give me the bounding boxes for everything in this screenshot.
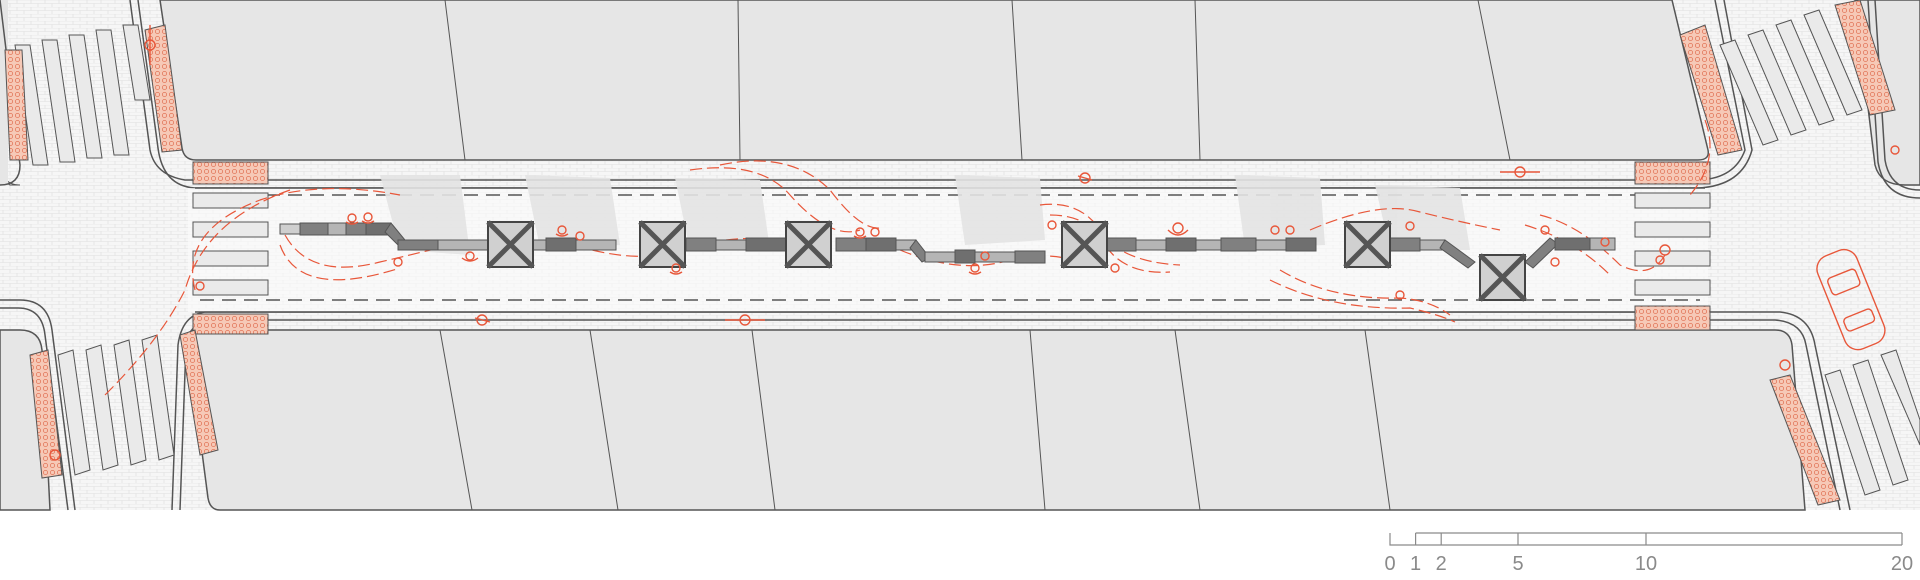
- pedestrian-icon: [575, 231, 585, 241]
- tree-planter-icon: [1343, 220, 1392, 269]
- pedestrian-icon: [1110, 263, 1120, 273]
- cyclist-icon: [725, 314, 765, 326]
- scale-tick-label: 5: [1512, 553, 1523, 575]
- pedestrian-icon: [1600, 237, 1610, 247]
- pedestrian-icon: [1270, 225, 1280, 235]
- pedestrian-icon: [1655, 255, 1665, 265]
- scale-tick-label: 20: [1891, 553, 1913, 575]
- cyclist-icon: [144, 25, 156, 65]
- pedestrian-icon: [461, 251, 479, 262]
- car-icon: [1816, 248, 1886, 351]
- bench-spine: [279, 222, 1616, 269]
- pedestrian-icon: [474, 314, 491, 326]
- cyclist-icon: [1659, 244, 1671, 256]
- pedestrian-icon: [870, 227, 880, 237]
- pedestrian-icon: [49, 449, 61, 461]
- tactile-paving: [4, 0, 1896, 506]
- pedestrian-icon: [1047, 220, 1057, 230]
- tree-planter-icon: [1060, 220, 1109, 269]
- pedestrian-icon: [1540, 225, 1550, 235]
- tree-planter-icon: [638, 220, 687, 269]
- tree-shadows: [380, 175, 1470, 255]
- pedestrian-icon: [1285, 225, 1295, 235]
- crosswalk-se: [1824, 349, 1920, 496]
- tree-planter-icon: [486, 220, 535, 269]
- pedestrian-icon: [1550, 257, 1560, 267]
- crosswalk-east: [1634, 192, 1711, 296]
- pedestrian-icon: [1395, 290, 1405, 300]
- pedestrian-icon: [1890, 145, 1900, 155]
- pedestrian-icon: [1779, 359, 1791, 371]
- pedestrian-icon: [669, 263, 683, 275]
- tree-planter-icon: [1478, 253, 1527, 302]
- pedestrian-icon: [1405, 221, 1415, 231]
- pedestrian-icon: [393, 257, 403, 267]
- tree-planters: [486, 220, 1527, 302]
- building-block-south: [186, 329, 1806, 511]
- pedestrian-icon: [853, 227, 867, 239]
- scale-tick-label: 0: [1384, 553, 1395, 575]
- cyclist-icon: [1500, 166, 1540, 178]
- crosswalk-ne: [1719, 9, 1863, 146]
- pedestrian-icon: [361, 212, 375, 224]
- pedestrian-icon: [968, 263, 982, 275]
- building-block-north: [159, 0, 1710, 161]
- pedestrian-icon: [555, 225, 569, 237]
- crosswalk-sw: [57, 334, 175, 476]
- pedestrian-icon: [1167, 222, 1189, 236]
- scale-tick-label: 2: [1436, 553, 1447, 575]
- pedestrian-icon: [345, 213, 359, 225]
- scale-tick-label: 1: [1410, 553, 1421, 575]
- pedestrian-icon: [1077, 172, 1093, 184]
- people: [49, 25, 1900, 461]
- pedestrian-icon: [195, 281, 205, 291]
- scale-tick-label: 10: [1635, 553, 1657, 575]
- pedestrian-icon: [980, 251, 990, 261]
- crosswalk-nw: [14, 24, 151, 166]
- tree-planter-icon: [784, 220, 833, 269]
